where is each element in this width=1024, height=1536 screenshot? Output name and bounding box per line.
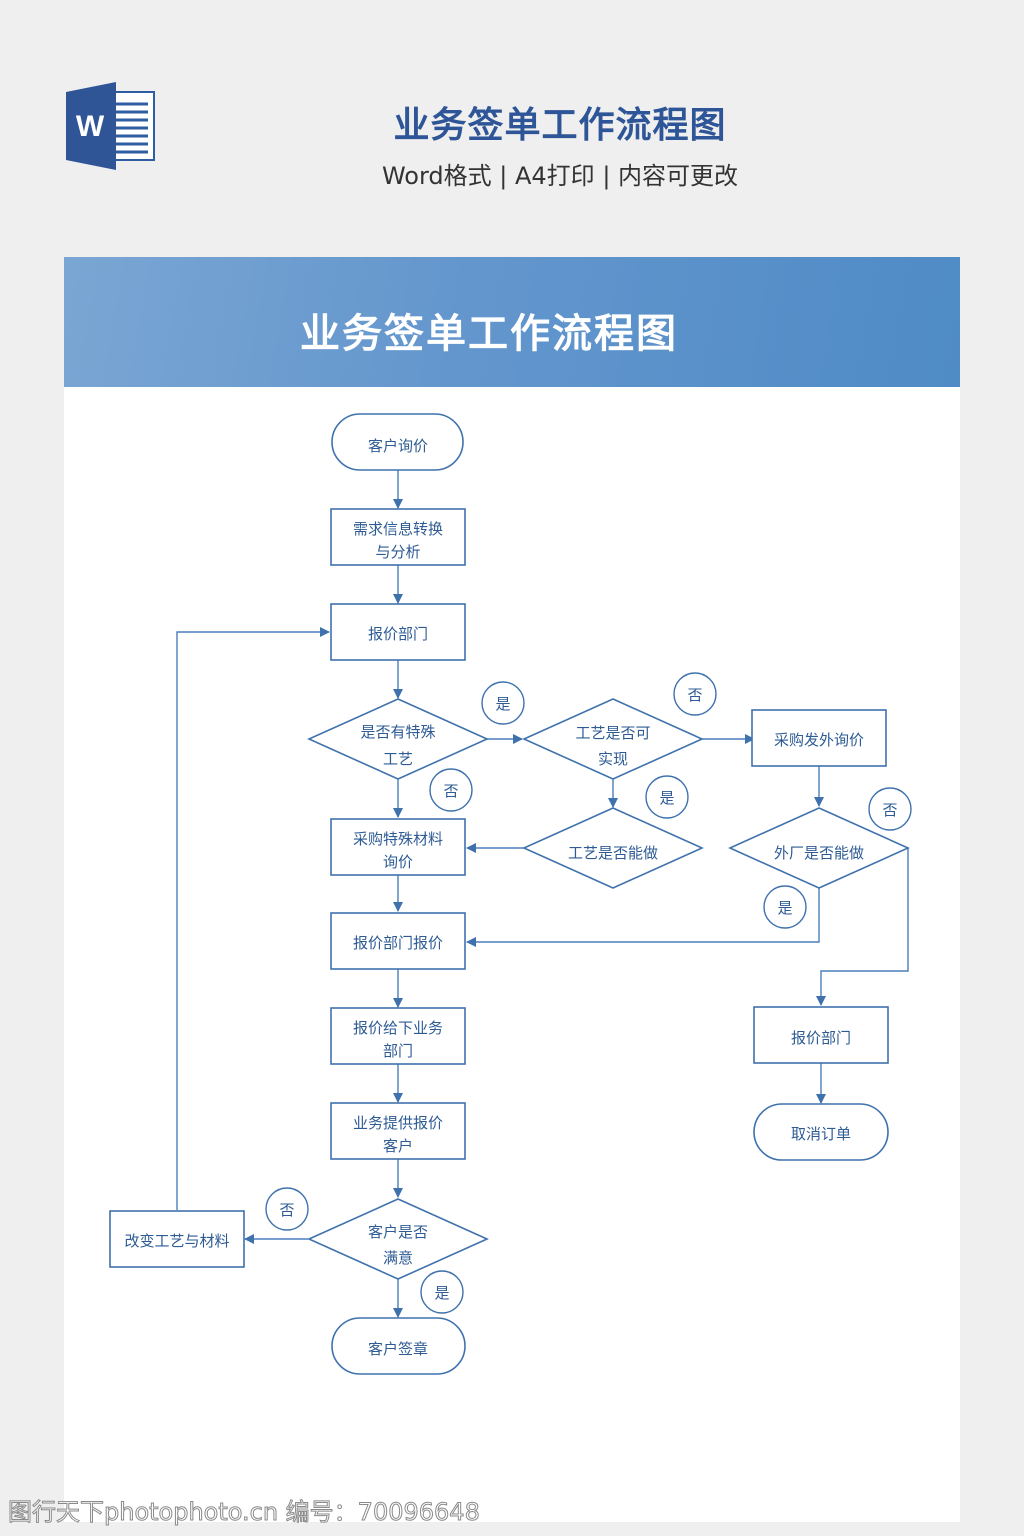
node-quote-to-sales-label-2: 部门 [383,1042,413,1060]
word-icon-letter: W [76,110,105,143]
badge-feasible-yes: 是 [645,775,689,819]
banner-title: 业务签单工作流程图 [300,311,678,357]
node-sales-to-customer-label-2: 客户 [383,1137,413,1155]
node-process-feasible: 工艺是否可 实现 [522,698,704,780]
node-customer-sign: 客户签章 [331,1317,466,1375]
word-document-icon: W [66,82,155,170]
node-customer-satisfied-label-2: 满意 [383,1249,413,1267]
node-start: 客户询价 [331,413,464,471]
node-change-process-label: 改变工艺与材料 [124,1232,229,1250]
node-special-process: 是否有特殊 工艺 [307,698,489,780]
node-analysis: 需求信息转换 与分析 [330,508,466,566]
badge-label: 是 [495,695,510,713]
badge-label: 是 [434,1284,449,1302]
node-process-can-do: 工艺是否能做 [522,807,704,889]
badge-label: 否 [882,801,897,819]
node-process-can-do-label: 工艺是否能做 [568,844,658,862]
node-quote-dept-quote: 报价部门报价 [330,912,466,970]
node-outsource-inquiry: 采购发外询价 [751,709,887,767]
badge-satisfied-no: 否 [265,1187,309,1231]
node-analysis-label-2: 与分析 [375,543,420,561]
page-title: 业务签单工作流程图 [393,105,727,146]
node-process-feasible-label-1: 工艺是否可 [575,724,650,742]
node-analysis-label-1: 需求信息转换 [353,520,443,538]
node-sales-to-customer: 业务提供报价 客户 [330,1102,466,1160]
edge-external-quote-yes [466,888,820,947]
badge-label: 否 [687,686,702,704]
node-quote-to-sales: 报价给下业务 部门 [330,1007,466,1065]
badge-external-yes: 是 [763,885,807,929]
connectors [176,470,909,1318]
badge-feasible-no: 否 [673,672,717,716]
banner: 业务签单工作流程图 [64,257,960,387]
badge-label: 否 [443,782,458,800]
node-quote-dept-label: 报价部门 [368,625,428,643]
node-external-can-do: 外厂是否能做 [728,807,910,889]
watermark: 图行天下photophoto.cn 编号：70096648 [8,1498,481,1527]
node-quote-dept-quote-label: 报价部门报价 [353,934,443,952]
node-start-label: 客户询价 [368,437,428,455]
node-outsource-inquiry-label: 采购发外询价 [774,731,864,749]
badge-special-yes: 是 [481,681,525,725]
node-quote-to-sales-label-1: 报价给下业务 [353,1019,443,1037]
node-cancel-order: 取消订单 [753,1103,889,1161]
page-subtitle: Word格式 | A4打印 | 内容可更改 [381,162,739,190]
node-quote-dept: 报价部门 [330,603,466,661]
node-special-material: 采购特殊材料 询价 [330,818,466,876]
node-process-feasible-label-2: 实现 [598,750,628,768]
document-sheet: 业务签单工作流程图 [64,257,960,1522]
node-special-material-label-2: 询价 [383,853,413,871]
node-special-process-label-1: 是否有特殊 [360,723,435,741]
badge-label: 否 [279,1201,294,1219]
edge-external-quotedept-no [816,848,909,1006]
node-customer-satisfied: 客户是否 满意 [307,1198,489,1280]
node-special-material-label-1: 采购特殊材料 [353,830,443,848]
badge-label: 是 [777,899,792,917]
node-special-process-label-2: 工艺 [383,750,413,768]
node-quote-dept-right-label: 报价部门 [791,1029,851,1047]
node-cancel-order-label: 取消订单 [791,1125,851,1143]
badge-external-no: 否 [868,787,912,831]
flowchart: 客户询价 需求信息转换 与分析 报价部门 是否有特殊 工艺 工艺是否可 实现 采… [109,413,912,1375]
badge-label: 是 [659,789,674,807]
node-customer-satisfied-label-1: 客户是否 [368,1223,428,1241]
node-customer-sign-label: 客户签章 [368,1340,428,1358]
edge-change-feedback [176,627,330,1210]
node-quote-dept-right: 报价部门 [753,1006,889,1064]
node-change-process: 改变工艺与材料 [109,1210,245,1268]
node-external-can-do-label: 外厂是否能做 [774,844,864,862]
badge-special-no: 否 [429,768,473,812]
node-sales-to-customer-label-1: 业务提供报价 [353,1114,443,1132]
badge-satisfied-yes: 是 [420,1270,464,1314]
